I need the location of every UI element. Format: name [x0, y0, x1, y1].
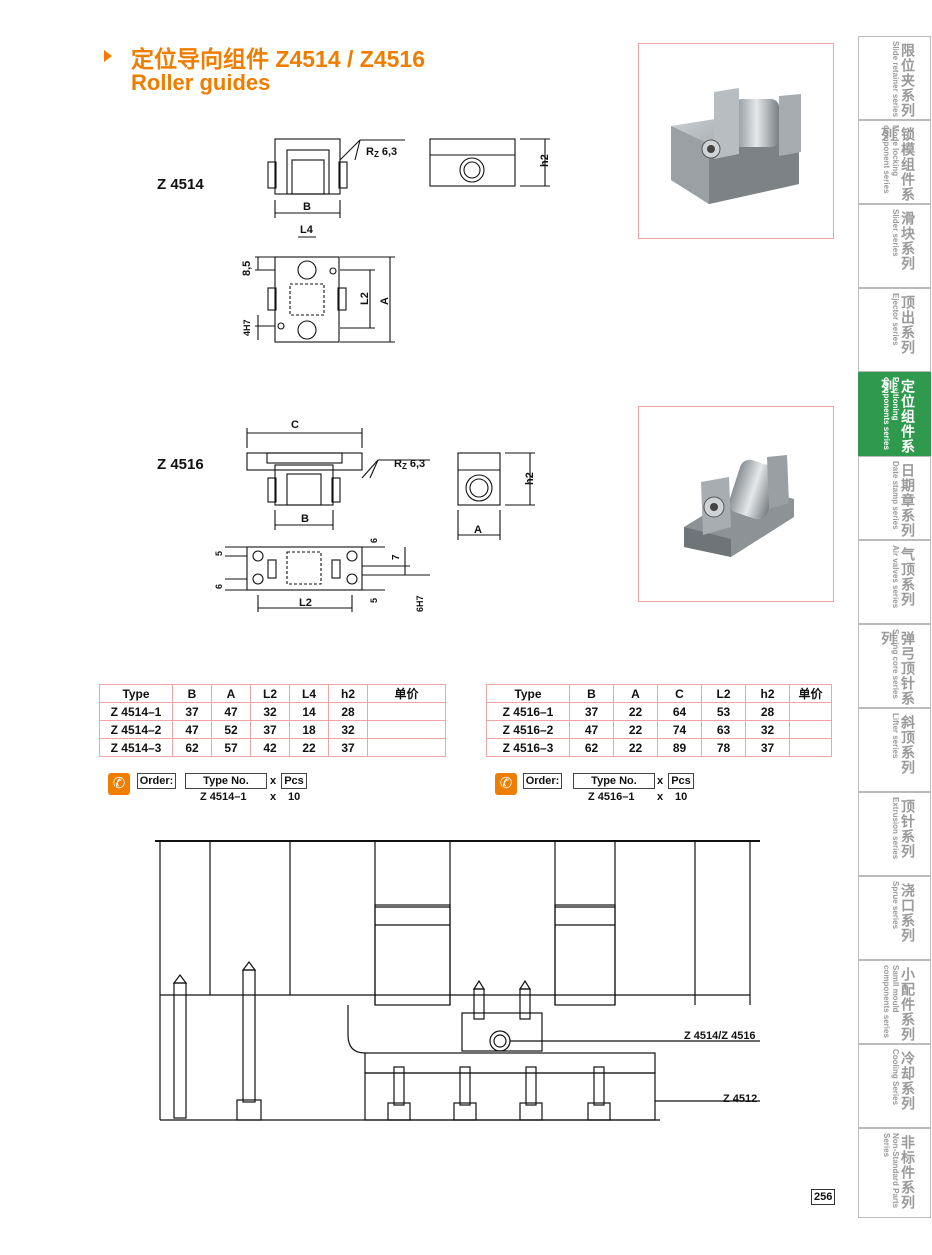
z4514-label: Z 4514 — [157, 176, 204, 193]
sidebar-item-non-standard[interactable]: 非标件系列 Non-Standard Parts Series — [858, 1128, 931, 1218]
page-title: 定位导向组件 Z4514 / Z4516 — [131, 46, 425, 72]
order-example-times: x — [657, 791, 664, 803]
order-pcs: Pcs — [281, 773, 307, 789]
z4516-photo — [638, 406, 834, 602]
sidebar-item-positioning[interactable]: 定位组件系列 Positioning components series — [858, 372, 931, 456]
order-example-type: Z 4514–1 — [200, 791, 247, 803]
dim-l2-2: L2 — [299, 597, 312, 609]
order-example-qty: 10 — [288, 791, 301, 803]
z4514-top-view — [255, 236, 395, 343]
order-example-qty: 10 — [675, 791, 688, 803]
dim-4h7: 4H7 — [242, 319, 252, 336]
dim-6b: 6 — [369, 538, 379, 543]
bolt — [453, 1066, 477, 1121]
order-label: Order: — [137, 773, 176, 789]
dim-b-1: B — [303, 201, 311, 213]
sidebar-item-air-valves[interactable]: 气顶系列 Air valves series — [858, 540, 931, 624]
dim-a-2: A — [474, 524, 482, 536]
order-example-times: x — [270, 791, 277, 803]
sidebar-item-small-components[interactable]: 小配件系列 Samll mould components series — [858, 960, 931, 1044]
sidebar-item-lifter[interactable]: 斜顶系列 Lifter series — [858, 708, 931, 792]
order-pcs: Pcs — [668, 773, 694, 789]
bolt — [236, 961, 262, 1121]
sidebar-item-slider[interactable]: 滑块系列 Slider series — [858, 204, 931, 288]
dim-c: C — [291, 419, 299, 431]
sidebar-item-extrusion[interactable]: 顶针系列 Extrusion series — [858, 792, 931, 876]
sidebar-item-ejector[interactable]: 顶出系列 Ejector series — [858, 288, 931, 372]
dim-6a: 6 — [214, 584, 224, 589]
order-label: Order: — [523, 773, 562, 789]
z4516-top-view — [225, 546, 430, 612]
z4514-front-view — [267, 138, 405, 218]
bolt — [172, 974, 188, 1119]
assembly-drawing — [155, 840, 760, 1121]
dim-b-2: B — [301, 513, 309, 525]
sidebar-item-mode-locking[interactable]: 锁模组件系列 Mode locking component series — [858, 120, 931, 204]
order-times: x — [270, 775, 277, 787]
dim-85: 8,5 — [241, 261, 253, 276]
z4514-side-view — [429, 138, 550, 187]
z4516-side-view — [457, 452, 535, 540]
order-type-no: Type No. — [185, 773, 267, 789]
bolt — [387, 1066, 411, 1121]
sidebar-item-spring-core[interactable]: 弹弓顶针系列 Spring core series — [858, 624, 931, 708]
bolt — [472, 979, 486, 1020]
bolt — [587, 1066, 611, 1121]
order-example-type: Z 4516–1 — [588, 791, 635, 803]
dim-h2-1: h2 — [539, 154, 551, 167]
page-number: 256 — [811, 1189, 836, 1205]
table-header-row: Type B A L2 L4 h2 单价 — [99, 684, 446, 703]
sidebar-item-sprue[interactable]: 浇口系列 Sprue series — [858, 876, 931, 960]
bolt — [519, 1066, 543, 1121]
title-arrow-icon — [104, 50, 112, 62]
dim-7: 7 — [391, 554, 402, 560]
phone-order-icon: ✆ — [108, 773, 130, 795]
z4516-front-view — [246, 428, 430, 530]
assembly-label-guide: Z 4514/Z 4516 — [684, 1030, 756, 1042]
assembly-label-plate: Z 4512 — [723, 1093, 758, 1105]
order-type-no: Type No. — [573, 773, 655, 789]
z4516-label: Z 4516 — [157, 456, 204, 473]
z4514-photo — [638, 43, 834, 239]
sidebar-item-cooling[interactable]: 冷却系列 Cooling Series — [858, 1044, 931, 1128]
z4514-product-image — [671, 88, 801, 204]
sidebar-item-slide-retainer[interactable]: 限位夹系列 Slide retainer series — [858, 36, 931, 120]
dim-6h7: 6H7 — [415, 595, 425, 612]
dim-a-1: A — [379, 297, 391, 305]
dim-l4: L4 — [300, 224, 314, 236]
phone-order-icon: ✆ — [495, 773, 517, 795]
dim-5a: 5 — [214, 551, 224, 556]
order-times: x — [657, 775, 664, 787]
dim-5b: 5 — [369, 598, 379, 603]
sidebar-item-date-stamp[interactable]: 日期章系列 Date stamp series — [858, 456, 931, 540]
page-subtitle: Roller guides — [131, 70, 271, 95]
table-header-row: Type B A C L2 h2 单价 — [486, 684, 832, 703]
bolt — [518, 979, 532, 1020]
dim-l2-1: L2 — [359, 292, 371, 305]
z4516-product-image — [684, 455, 794, 557]
dim-h2-2: h2 — [524, 472, 536, 485]
